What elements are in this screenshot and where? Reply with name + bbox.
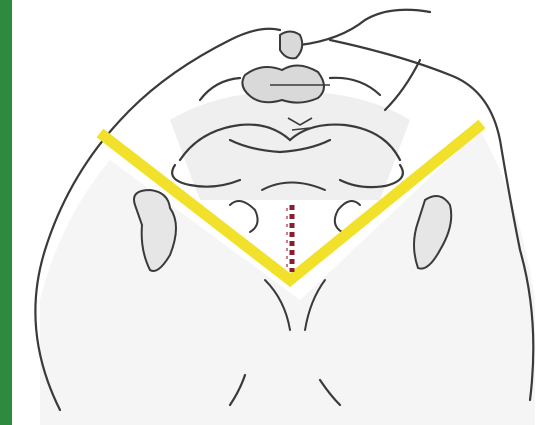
left-border-bar bbox=[0, 0, 12, 425]
